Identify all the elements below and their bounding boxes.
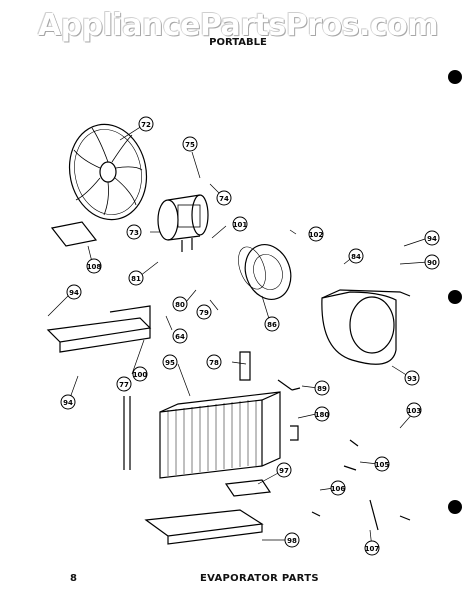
callout-86: 86 — [264, 316, 280, 332]
callout-103: 103 — [406, 402, 422, 418]
callout-94b: 94 — [66, 284, 82, 300]
clip-part — [277, 379, 301, 391]
callout-100-label: 100 — [133, 371, 148, 379]
page-number: 8 — [70, 573, 77, 584]
drain-pan — [144, 509, 264, 545]
callout-90-label: 90 — [427, 259, 437, 267]
watermark: AppliancePartsPros.com — [37, 8, 439, 43]
callout-106-label: 106 — [331, 485, 346, 493]
callout-84-label: 84 — [351, 253, 361, 261]
callout-93: 93 — [404, 370, 420, 386]
callout-84: 84 — [348, 248, 364, 264]
callout-108-label: 108 — [87, 263, 102, 271]
callout-79-label: 79 — [199, 309, 209, 317]
callout-75: 75 — [182, 136, 198, 152]
callout-86-label: 86 — [267, 321, 277, 329]
callout-95: 95 — [162, 354, 178, 370]
callout-77: 77 — [116, 376, 132, 392]
callout-81-label: 81 — [131, 275, 141, 283]
callout-74: 74 — [216, 190, 232, 206]
callout-97-label: 97 — [279, 467, 289, 475]
callout-64: 64 — [172, 328, 188, 344]
callout-94b-label: 94 — [69, 289, 79, 297]
bracket-part — [290, 425, 299, 441]
callout-98-label: 98 — [287, 537, 297, 545]
fan-motor — [157, 194, 209, 252]
callout-98: 98 — [284, 532, 300, 548]
callout-89: 89 — [314, 380, 330, 396]
callout-94-label: 94 — [427, 235, 437, 243]
callout-75-label: 75 — [185, 141, 195, 149]
callout-94: 94 — [424, 230, 440, 246]
callout-100: 100 — [132, 366, 148, 382]
callout-180: 180 — [314, 406, 330, 422]
callout-105-label: 105 — [375, 461, 390, 469]
callout-105: 105 — [374, 456, 390, 472]
callout-101: 101 — [232, 216, 248, 232]
section-title: EVAPORATOR PARTS — [200, 573, 319, 584]
tube-part — [239, 351, 251, 381]
callouts: 72 75 74 101 102 73 108 81 80 79 84 86 9… — [60, 116, 440, 556]
blower-wheel — [238, 244, 292, 300]
callout-106: 106 — [330, 480, 346, 496]
callout-77-label: 77 — [119, 381, 129, 389]
evaporator-coil — [159, 391, 281, 479]
callout-94c: 94 — [60, 394, 76, 410]
callout-89-label: 89 — [317, 385, 327, 393]
callout-78-label: 78 — [209, 359, 219, 367]
foam-pad — [224, 479, 272, 497]
callout-102-label: 102 — [309, 231, 324, 239]
callout-101-label: 101 — [233, 221, 248, 229]
mounting-plate — [50, 221, 98, 247]
support-rod — [123, 396, 131, 470]
binder-hole — [448, 290, 462, 304]
callout-95-label: 95 — [165, 359, 175, 367]
callout-72: 72 — [138, 116, 154, 132]
callout-97: 97 — [276, 462, 292, 478]
small-hardware — [311, 499, 411, 531]
callout-103-label: 103 — [407, 407, 422, 415]
binder-hole — [448, 500, 462, 514]
callout-94c-label: 94 — [63, 399, 73, 407]
callout-73: 73 — [126, 224, 142, 240]
callout-80: 80 — [172, 296, 188, 312]
callout-107-label: 107 — [365, 545, 380, 553]
callout-93-label: 93 — [407, 375, 417, 383]
callout-74-label: 74 — [219, 195, 229, 203]
base-bracket — [46, 305, 152, 353]
callout-73-label: 73 — [129, 229, 139, 237]
callout-72-label: 72 — [141, 121, 151, 129]
callout-64-label: 64 — [175, 333, 185, 341]
diagram-header: PORTABLE — [209, 37, 267, 48]
callout-180-label: 180 — [315, 411, 330, 419]
callout-81: 81 — [128, 270, 144, 286]
callout-79: 79 — [196, 304, 212, 320]
callout-80-label: 80 — [175, 301, 185, 309]
fan-blade — [68, 123, 148, 221]
callout-78: 78 — [206, 354, 222, 370]
callout-102: 102 — [308, 226, 324, 242]
callout-108: 108 — [86, 258, 102, 274]
callout-90: 90 — [424, 254, 440, 270]
binder-hole — [448, 70, 462, 84]
blower-scroll-housing — [321, 289, 411, 365]
small-hardware — [343, 439, 359, 471]
callout-107: 107 — [364, 540, 380, 556]
